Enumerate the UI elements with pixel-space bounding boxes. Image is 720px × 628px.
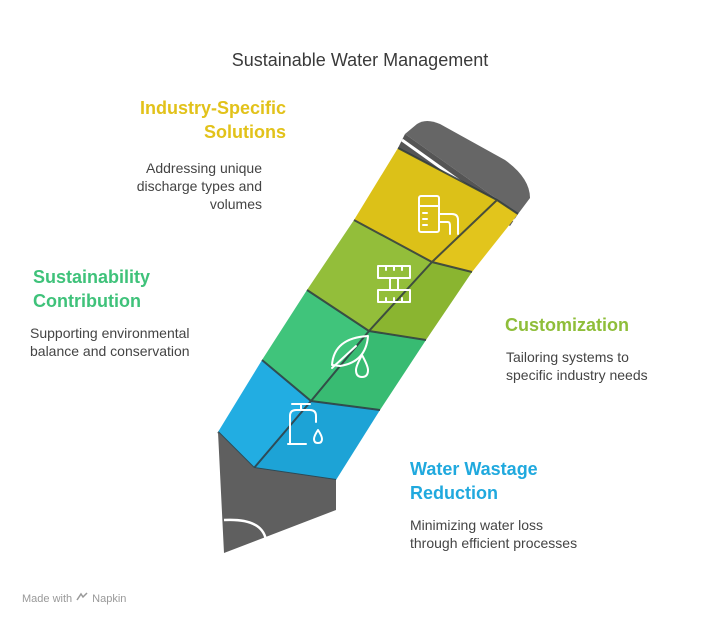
description-line: specific industry needs [506,367,648,383]
factory-pipe-icon [418,195,459,235]
faucet-drop-icon [287,403,323,445]
heading-line: Sustainability [33,267,151,287]
section-heading-sustainability: Sustainability Contribution [33,265,213,313]
heading-line: Water Wastage [410,459,538,479]
pencil-eraser [405,121,530,214]
heading-line: Industry-Specific [139,98,286,118]
section-description-water-wastage: Minimizing water loss through efficient … [410,516,630,552]
description-line: balance and conservation [30,343,190,359]
heading-line: Solutions [204,122,286,142]
description-line: Minimizing water loss [410,517,544,533]
description-line: Supporting environmental [30,325,190,341]
description-line: Addressing unique [146,160,262,176]
section-heading-industry-specific: Industry-Specific Solutions [80,96,286,144]
diagram-title: Sustainable Water Management [231,50,489,70]
section-description-sustainability: Supporting environmental balance and con… [30,324,230,360]
description-line: Tailoring systems to [506,349,629,365]
section-heading-customization: Customization [505,313,705,337]
napkin-logo-icon [76,592,88,605]
pencil-band-green-left [307,220,432,331]
description-line: volumes [209,196,262,212]
heading-line: Reduction [410,483,498,503]
pencil-band-emerald-left [262,290,369,401]
footer-made-with: Made with [22,592,73,605]
pencil-band-yellow-right [432,200,518,272]
footer-branding: Made with Napkin [22,592,126,605]
pencil-band-green-right [369,262,472,340]
description-line: discharge types and [136,178,262,194]
pencil-band-blue-left [218,360,311,468]
section-description-customization: Tailoring systems to specific industry n… [506,348,706,384]
measuring-tape-icon [377,265,411,303]
heading-line: Customization [505,315,629,335]
heading-line: Contribution [33,291,141,311]
section-heading-water-wastage: Water Wastage Reduction [410,457,630,505]
pencil-band-blue-right [254,401,380,480]
description-line: through efficient processes [410,535,578,551]
leaf-drop-icon [331,335,369,378]
footer-brand: Napkin [92,592,127,605]
section-description-industry-specific: Addressing unique discharge types and vo… [80,159,262,213]
